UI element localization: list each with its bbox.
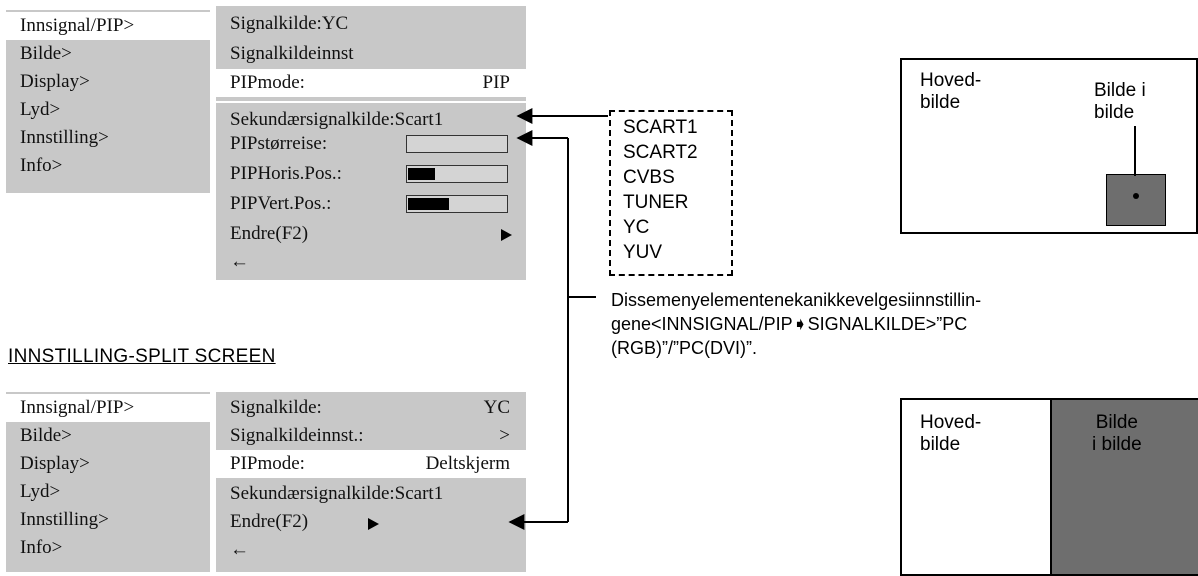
pip-label: Bilde i bilde — [1094, 80, 1146, 123]
menu2-back[interactable]: ← — [230, 539, 249, 560]
pipvert-fill — [408, 198, 449, 210]
menu2-item-info[interactable]: Info> — [20, 537, 63, 558]
piphoris-slider[interactable] — [406, 165, 508, 183]
note-line: Dissemenyelementenekanikkevelgesiinnstil… — [611, 290, 982, 310]
menu1-pipstorrelse[interactable]: PIPstørreise: — [216, 130, 526, 158]
menu2-sekundar[interactable]: Sekundærsignalkilde:Scart1 — [230, 483, 444, 504]
main-picture-label: Hoved- bilde — [920, 70, 982, 113]
menu2-item-bilde[interactable]: Bilde> — [20, 425, 72, 446]
menu2-left-panel: Innsignal/PIP> Bilde> Display> Lyd> Inns… — [6, 392, 210, 572]
piphoris-fill — [408, 168, 435, 180]
menu2-pipmode[interactable]: PIPmode: Deltskjerm — [216, 450, 526, 478]
source-options-box: SCART1 SCART2 CVBS TUNER YC YUV — [609, 110, 733, 276]
menu1-right-panel: Signalkilde:YC Signalkildeinnst PIPmode:… — [216, 6, 526, 280]
menu2-signalkildeinnst[interactable]: Signalkildeinnst.: > — [230, 425, 510, 446]
source-option: SCART1 — [623, 117, 698, 138]
split-diagram: Hoved- bilde Bilde i bilde — [900, 398, 1198, 576]
menu1-signalkilde[interactable]: Signalkilde:YC — [230, 13, 349, 34]
note-line: (RGB)”/”PC(DVI)”. — [611, 338, 757, 358]
menu1-item-display[interactable]: Display> — [20, 71, 90, 92]
menu1-back[interactable]: ← — [230, 251, 249, 272]
menu1-sekundar[interactable]: Sekundærsignalkilde:Scart1 — [230, 109, 444, 130]
note-text: Dissemenyelementenekanikkevelgesiinnstil… — [611, 288, 1111, 360]
source-option: YUV — [623, 242, 663, 263]
source-option: YC — [623, 217, 650, 238]
menu1-item-innstilling[interactable]: Innstilling> — [20, 127, 109, 148]
menu2-item-lyd[interactable]: Lyd> — [20, 481, 61, 502]
menu2-item-innsignal[interactable]: Innsignal/PIP> — [6, 394, 210, 422]
menu1-piphoris[interactable]: PIPHoris.Pos.: — [216, 160, 526, 188]
pip-dot — [1133, 193, 1139, 199]
menu2-signalkilde[interactable]: Signalkilde: YC — [230, 397, 510, 418]
menu2-item-display[interactable]: Display> — [20, 453, 90, 474]
pipstorrelse-slider[interactable] — [406, 135, 508, 153]
pipvert-slider[interactable] — [406, 195, 508, 213]
pip-pointer-line — [1134, 126, 1136, 176]
menu1-separator — [216, 101, 526, 103]
main-picture-label: Hoved- bilde — [920, 412, 982, 455]
section-title-split-screen: INNSTILLING-SPLIT SCREEN — [8, 346, 276, 367]
pip-window — [1106, 174, 1166, 226]
source-option: CVBS — [623, 167, 675, 188]
menu1-item-lyd[interactable]: Lyd> — [20, 99, 61, 120]
menu1-left-panel: Innsignal/PIP> Bilde> Display> Lyd> Inns… — [6, 10, 210, 193]
menu1-item-bilde[interactable]: Bilde> — [20, 43, 72, 64]
note-line: gene<INNSIGNAL/PIP➧SIGNALKILDE>”PC — [611, 314, 968, 334]
arrow-right-icon — [501, 229, 512, 241]
menu1-endre[interactable]: Endre(F2) — [216, 220, 526, 248]
menu1-signalkildeinnst[interactable]: Signalkildeinnst — [230, 43, 354, 64]
source-option: TUNER — [623, 192, 689, 213]
menu1-item-innsignal[interactable]: Innsignal/PIP> — [6, 12, 210, 40]
pip-label: Bilde i bilde — [1092, 412, 1142, 455]
split-right-half — [1050, 400, 1198, 574]
arrow-right-icon — [368, 518, 379, 530]
pip-diagram: Hoved- bilde Bilde i bilde — [900, 58, 1198, 234]
menu2-item-innstilling[interactable]: Innstilling> — [20, 509, 109, 530]
menu1-pipmode[interactable]: PIPmode: PIP — [216, 69, 526, 97]
menu2-right-panel: Signalkilde: YC Signalkildeinnst.: > PIP… — [216, 392, 526, 572]
menu1-item-info[interactable]: Info> — [20, 155, 63, 176]
menu2-endre[interactable]: Endre(F2) — [216, 508, 526, 536]
source-option: SCART2 — [623, 142, 698, 163]
menu1-pipvert[interactable]: PIPVert.Pos.: — [216, 190, 526, 218]
